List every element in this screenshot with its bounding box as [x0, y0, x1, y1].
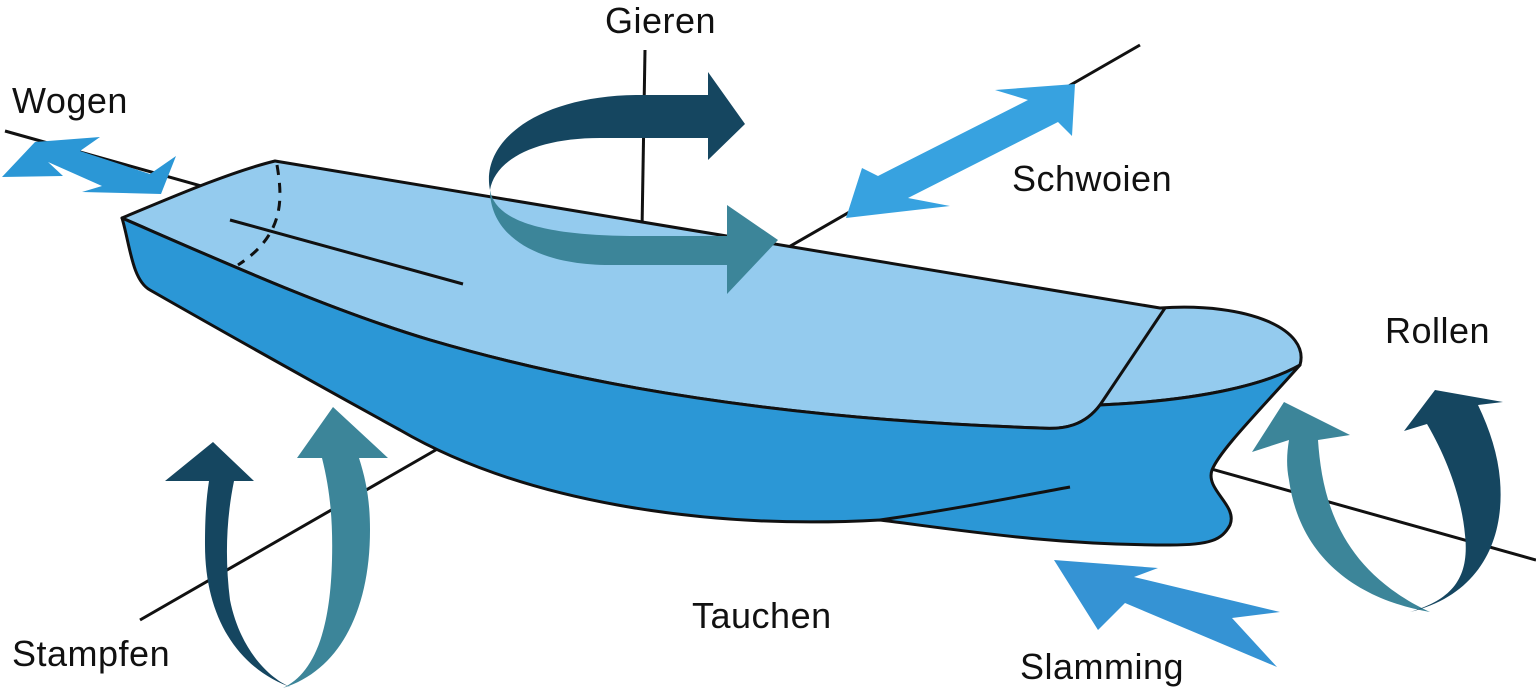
axis-line-gieren — [640, 49, 647, 231]
gieren-arrow-front — [490, 190, 778, 294]
label-wogen: Wogen — [12, 80, 128, 121]
schwoien-arrow — [846, 84, 1075, 218]
label-stampfen: Stampfen — [12, 633, 171, 674]
gieren-arrow-back — [488, 72, 745, 190]
bow-deck-edge — [1098, 307, 1167, 406]
wogen-arrow — [2, 137, 176, 194]
label-rollen: Rollen — [1385, 310, 1491, 351]
stampfen-arrow-dark — [165, 442, 293, 688]
keel-line — [879, 485, 1071, 522]
label-tauchen: Tauchen — [692, 595, 832, 636]
stampfen-arrow-teal — [283, 407, 388, 688]
label-schwoien: Schwoien — [1012, 158, 1173, 199]
rollen-arrow-dark — [1404, 390, 1503, 612]
ship-hull — [120, 216, 1302, 547]
deck-centerline — [229, 218, 464, 286]
rollen-arrow-teal — [1252, 402, 1430, 612]
label-gieren: Gieren — [605, 0, 717, 41]
slamming-arrow — [1054, 560, 1280, 667]
label-slamming: Slamming — [1020, 646, 1185, 687]
stern-dashed-line — [237, 164, 282, 267]
